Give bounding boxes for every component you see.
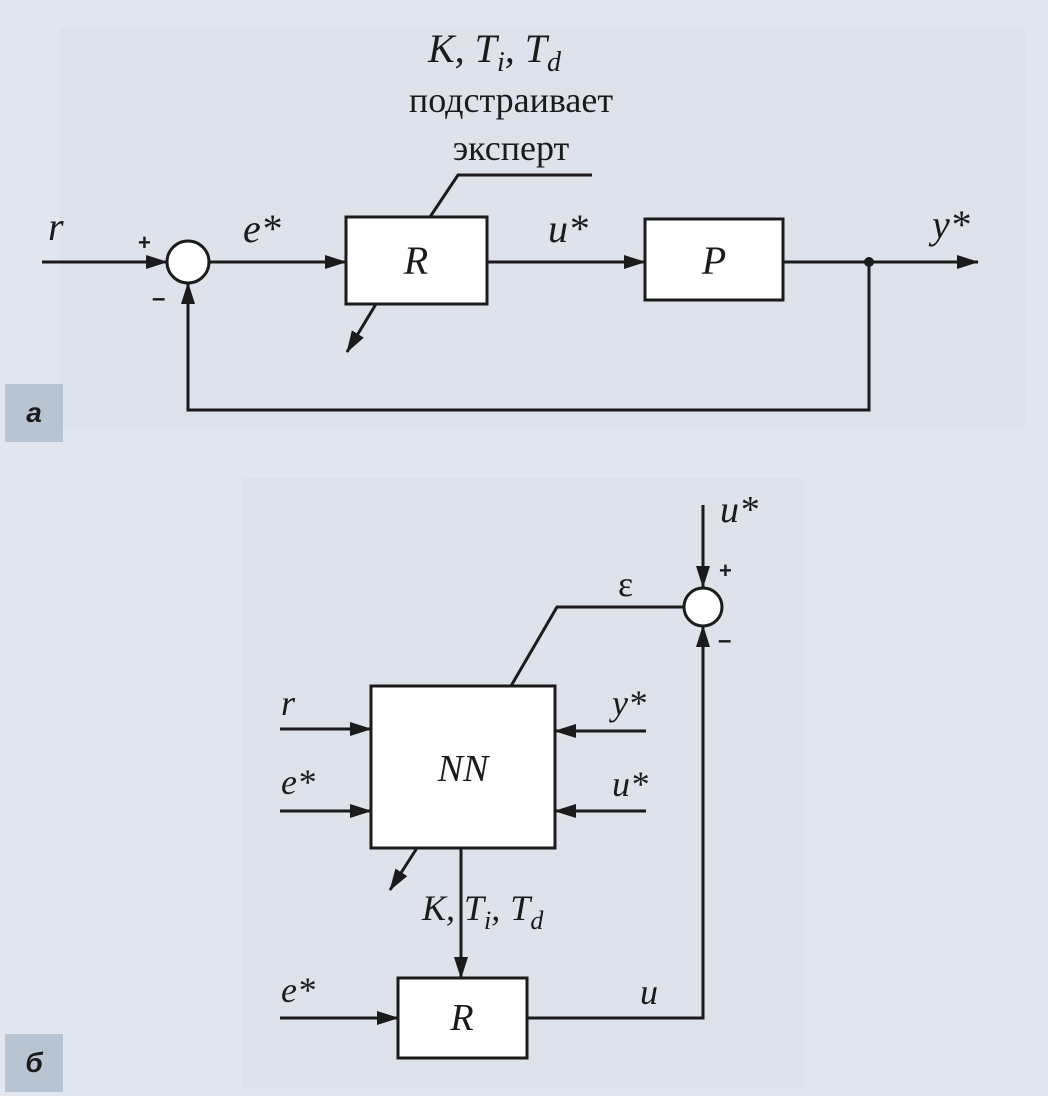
sum-minus-a: – — [152, 285, 165, 312]
annotation-leader — [428, 173, 592, 218]
panel-a-tag: а — [5, 384, 63, 442]
sum-minus-b: – — [718, 627, 731, 654]
nn-input-y-label: y* — [609, 683, 646, 723]
u-output-label: u — [640, 972, 658, 1012]
nn-input-r-label: r — [281, 683, 296, 723]
controller-label-a: R — [403, 238, 428, 283]
sum-plus-a: + — [138, 230, 151, 255]
nn-input-e-label: e* — [281, 762, 315, 802]
input-r-label: r — [48, 204, 64, 249]
controller-label-b: R — [449, 997, 473, 1039]
params-label-b: K, Ti,Td — [421, 888, 544, 935]
panel-a-labels: K, Ti,Td подстраивает эксперт r + – e* R… — [48, 26, 970, 312]
summing-junction-b — [682, 586, 724, 628]
feedback-path — [181, 262, 871, 412]
tuning-arrow-a — [345, 303, 378, 353]
output-label: y* — [928, 202, 970, 247]
error-label: e* — [243, 206, 281, 251]
control-label: u* — [548, 206, 588, 251]
bottom-e-label: e* — [281, 970, 315, 1010]
panel-b-tag: б — [5, 1034, 63, 1092]
controller-block-a — [344, 215, 489, 306]
panel-a-background — [60, 28, 1025, 428]
annotation-line1: подстраивает — [409, 80, 613, 120]
nn-input-u-label: u* — [612, 764, 648, 804]
annotation-line2: эксперт — [453, 128, 570, 168]
panel-a — [42, 173, 979, 412]
summing-junction-a — [165, 239, 211, 285]
plant-block — [643, 217, 785, 302]
panel-b-labels: u* + – ε NN r e* y* u* K, Ti,Td e* R u — [281, 489, 758, 1039]
tuning-arrow-b — [388, 847, 419, 891]
epsilon-label: ε — [618, 564, 633, 604]
u-star-top-label: u* — [720, 489, 758, 531]
epsilon-line — [509, 605, 684, 687]
panel-b — [280, 505, 724, 1060]
annotation-params: K, Ti,Td — [427, 26, 562, 78]
nn-label: NN — [437, 748, 491, 790]
plant-label: P — [701, 238, 726, 283]
nn-block — [369, 684, 557, 850]
u-feedback-path — [527, 625, 710, 1020]
sum-plus-b: + — [719, 558, 732, 583]
